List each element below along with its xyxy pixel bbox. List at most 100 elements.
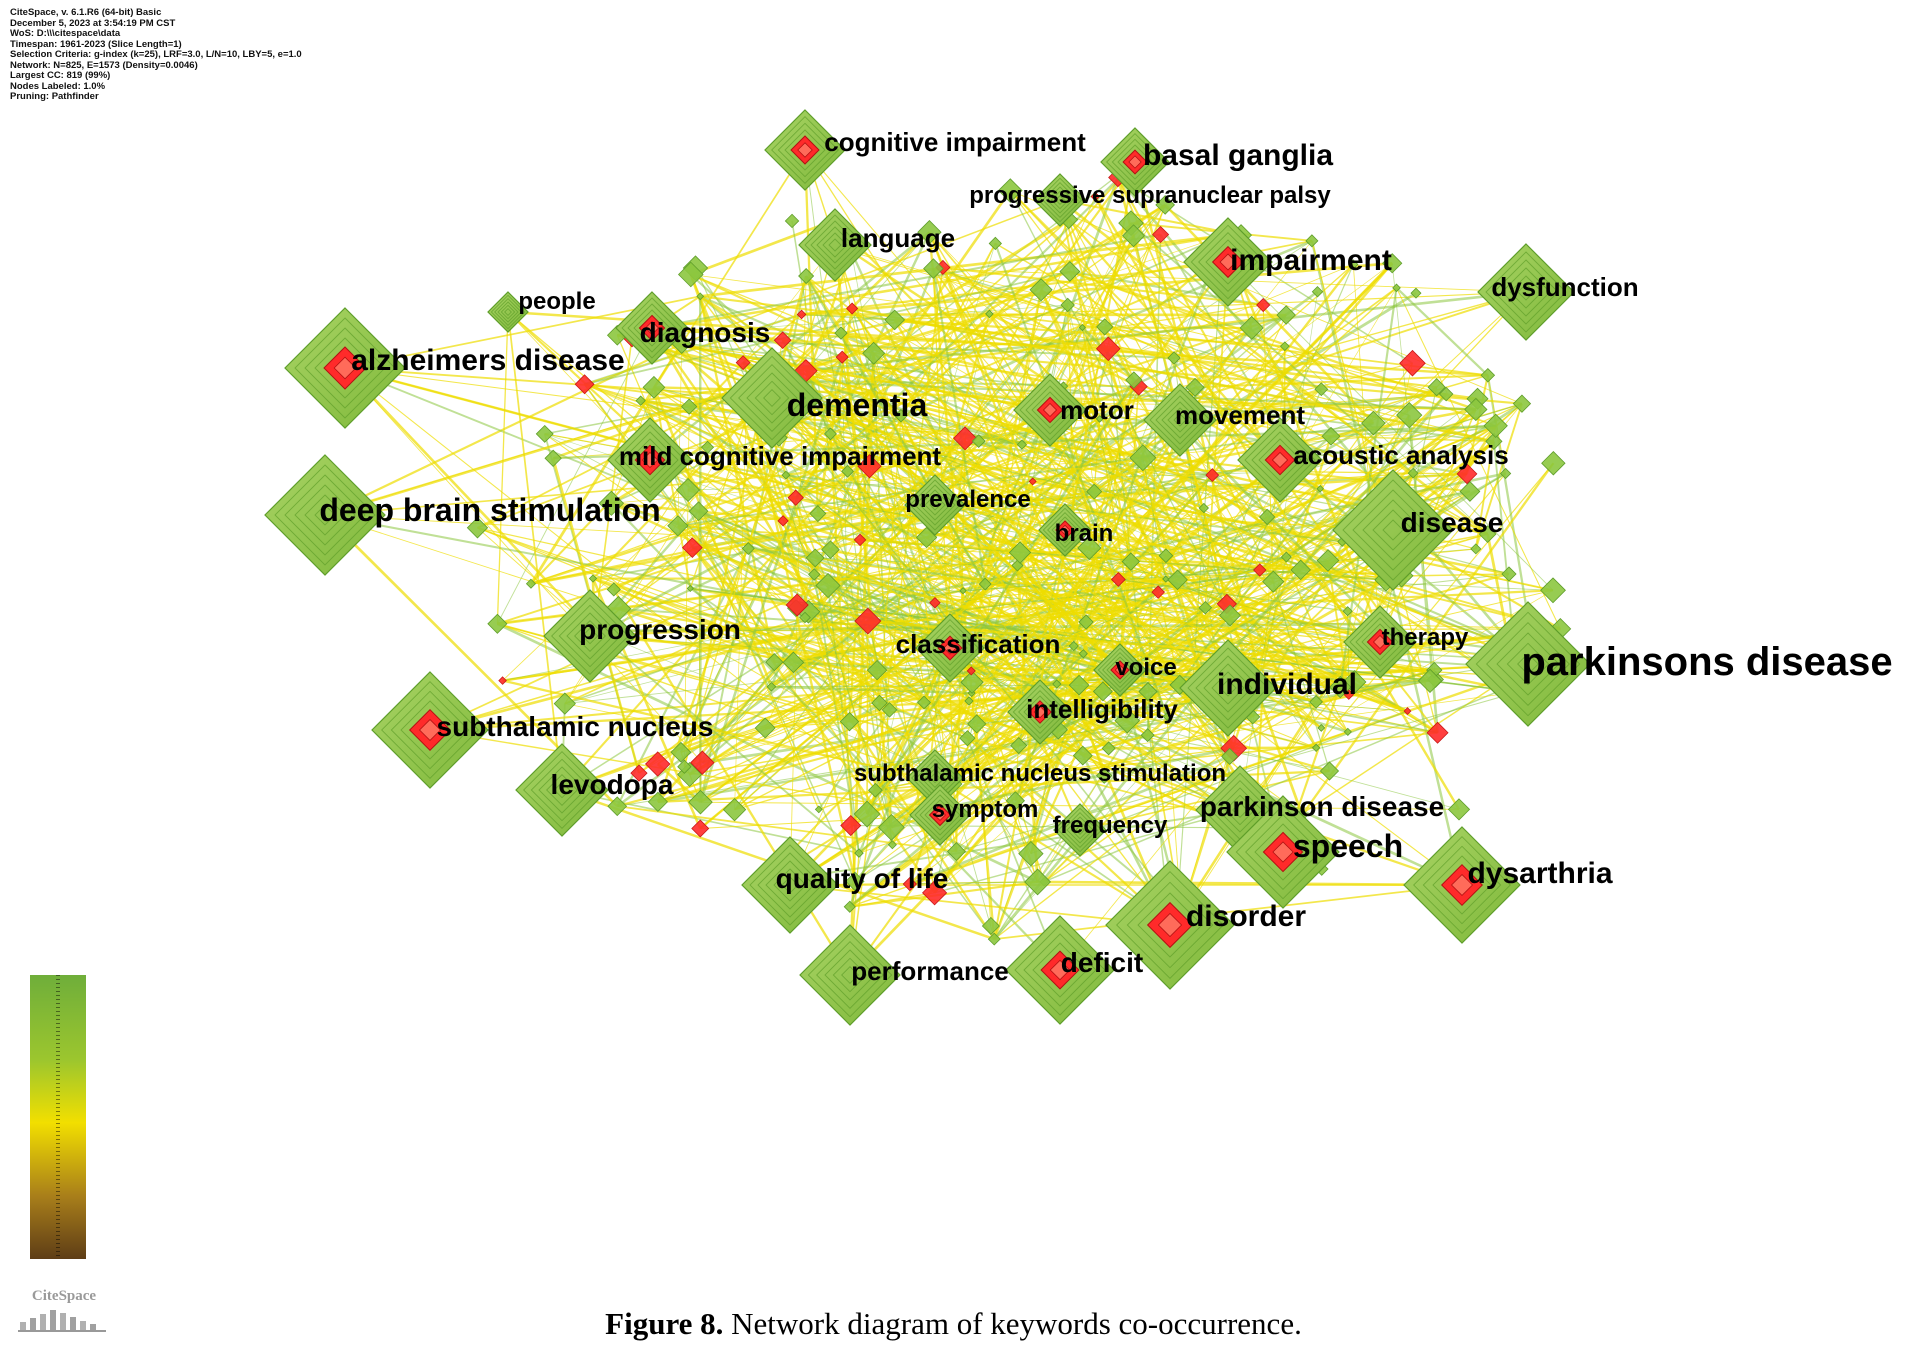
co-occurrence-edge bbox=[805, 231, 930, 371]
keyword-node bbox=[515, 743, 609, 837]
logo-bars-icon bbox=[18, 1310, 106, 1332]
keyword-node-small bbox=[1258, 508, 1276, 526]
co-occurrence-edge bbox=[832, 220, 958, 852]
keyword-node-small bbox=[1198, 502, 1210, 514]
keyword-node-small bbox=[1459, 481, 1481, 502]
burst-node bbox=[1343, 689, 1355, 700]
keyword-node-small bbox=[1417, 668, 1443, 694]
keyword-label: parkinsons disease bbox=[1521, 640, 1893, 684]
keyword-node-small bbox=[1262, 570, 1285, 593]
keyword-node-small bbox=[525, 578, 537, 589]
node-layer bbox=[264, 109, 1591, 1026]
co-occurrence-edge bbox=[1108, 746, 1317, 750]
keyword-node-small bbox=[1290, 559, 1311, 581]
keyword-node-small bbox=[1072, 745, 1093, 766]
keyword-node-small bbox=[1005, 791, 1025, 811]
co-occurrence-edge bbox=[909, 669, 1121, 885]
burst-node bbox=[690, 750, 715, 775]
burst-node bbox=[902, 876, 918, 892]
keyword-label: dysarthria bbox=[1467, 857, 1613, 890]
keyword-node-small bbox=[782, 651, 805, 674]
keyword-label: people bbox=[518, 288, 596, 315]
co-occurrence-edge bbox=[1067, 304, 1080, 686]
edge-layer bbox=[324, 149, 1561, 976]
keyword-node-small bbox=[1078, 614, 1094, 630]
keyword-node bbox=[1332, 469, 1454, 591]
co-occurrence-edge bbox=[689, 406, 752, 589]
co-occurrence-edge bbox=[1321, 590, 1554, 729]
keyword-label: therapy bbox=[1381, 624, 1469, 651]
keyword-label: disease bbox=[1400, 507, 1504, 538]
keyword-node-small bbox=[981, 916, 1000, 936]
metadata-line: Selection Criteria: g-index (k=25), LRF=… bbox=[10, 49, 302, 60]
co-occurrence-edge bbox=[592, 424, 1496, 580]
co-occurrence-edge bbox=[1059, 403, 1523, 971]
co-occurrence-edge bbox=[801, 261, 1393, 316]
co-occurrence-edge bbox=[1069, 270, 1477, 411]
keyword-node bbox=[1143, 383, 1217, 457]
keyword-node bbox=[1343, 605, 1417, 679]
keyword-node-small bbox=[642, 375, 666, 399]
co-occurrence-edge bbox=[867, 569, 1301, 622]
co-occurrence-edge bbox=[617, 805, 957, 853]
burst-node bbox=[1426, 721, 1449, 744]
keyword-node bbox=[1403, 826, 1521, 944]
keyword-node-small bbox=[1540, 577, 1566, 604]
co-occurrence-edge bbox=[1315, 462, 1554, 749]
keyword-node-small bbox=[1016, 439, 1027, 450]
keyword-node-small bbox=[894, 408, 908, 423]
co-occurrence-edge bbox=[1396, 287, 1561, 630]
keyword-label: dysfunction bbox=[1491, 272, 1639, 302]
co-occurrence-edge bbox=[782, 339, 1230, 757]
co-occurrence-edge bbox=[1118, 314, 1287, 671]
co-occurrence-edge bbox=[830, 433, 1213, 714]
co-occurrence-edge bbox=[933, 267, 1374, 425]
keyword-node bbox=[607, 417, 693, 503]
co-occurrence-edge bbox=[1175, 235, 1224, 927]
metadata-line: CiteSpace, v. 6.1.R6 (64-bit) Basic bbox=[10, 7, 162, 18]
co-occurrence-edge bbox=[976, 589, 1554, 725]
keyword-node-small bbox=[1280, 551, 1292, 563]
keyword-label: speech bbox=[1292, 828, 1404, 864]
co-occurrence-edge bbox=[507, 311, 563, 791]
keyword-label: basal ganglia bbox=[1142, 139, 1334, 172]
keyword-node-small bbox=[677, 759, 692, 774]
keyword-node-small bbox=[647, 791, 669, 812]
metadata-line: Pruning: Pathfinder bbox=[10, 91, 99, 102]
co-occurrence-edge bbox=[692, 504, 936, 548]
keyword-node-small bbox=[853, 800, 881, 828]
burst-node bbox=[574, 374, 595, 395]
co-occurrence-edge bbox=[794, 189, 1012, 499]
keyword-node bbox=[1038, 503, 1092, 557]
burst-node bbox=[857, 454, 882, 479]
keyword-node-small bbox=[1162, 712, 1172, 721]
co-occurrence-edge bbox=[584, 313, 802, 385]
co-occurrence-edge bbox=[344, 367, 596, 632]
co-occurrence-edge bbox=[878, 415, 902, 704]
keyword-label: motor bbox=[1060, 395, 1134, 425]
keyword-node-small bbox=[866, 659, 888, 681]
co-occurrence-edge bbox=[656, 251, 853, 803]
keyword-node-small bbox=[805, 548, 825, 568]
co-occurrence-edge bbox=[592, 307, 853, 580]
keyword-node-small bbox=[964, 696, 974, 706]
keyword-node-small bbox=[1317, 723, 1326, 732]
burst-node bbox=[953, 426, 978, 451]
burst-node bbox=[1253, 563, 1267, 577]
keyword-node bbox=[909, 784, 971, 846]
co-occurrence-edge bbox=[805, 290, 1527, 372]
keyword-node-small bbox=[1483, 413, 1508, 438]
keyword-node-small bbox=[978, 577, 992, 591]
keyword-label: language bbox=[840, 223, 956, 253]
keyword-node bbox=[371, 671, 489, 789]
burst-node bbox=[835, 350, 849, 364]
keyword-node-small bbox=[1008, 541, 1032, 564]
burst-node bbox=[929, 596, 941, 609]
keyword-node-small bbox=[670, 741, 692, 763]
keyword-node-small bbox=[1396, 402, 1423, 429]
keyword-node-small bbox=[960, 670, 984, 694]
keyword-node bbox=[1013, 373, 1087, 447]
co-occurrence-edge bbox=[584, 270, 1071, 386]
keyword-label: levodopa bbox=[550, 769, 674, 800]
co-occurrence-edge bbox=[734, 591, 1159, 811]
